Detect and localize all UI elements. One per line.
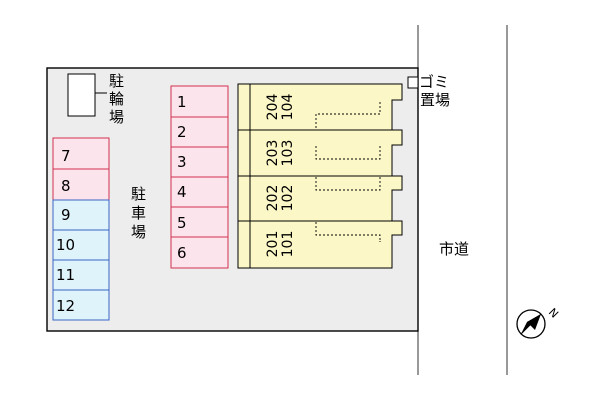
unit-entry-dash-3 — [315, 176, 381, 191]
parking-stall-12-label: 12 — [56, 297, 75, 315]
unit-101-label: 101 — [280, 231, 296, 258]
unit-204-label: 204 — [265, 94, 281, 121]
bicycle-parking-shed — [67, 73, 96, 117]
parking-stall-6-label: 6 — [177, 244, 187, 262]
north-compass-label: N — [546, 306, 561, 321]
parking-label-2: 車 — [131, 204, 146, 222]
parking-stall-6 — [170, 236, 229, 269]
parking-stall-12 — [52, 289, 110, 321]
parking-stall-8 — [52, 168, 110, 201]
parking-stall-3-label: 3 — [177, 153, 187, 171]
road-label: 市道 — [439, 240, 469, 258]
bicycle-parking-label-2: 輪 — [109, 90, 124, 108]
unit-104-label: 104 — [280, 94, 296, 121]
unit-entry-dash-1 — [315, 100, 381, 128]
garbage-area-label-1: ゴミ — [419, 73, 449, 91]
parking-stall-2 — [170, 116, 229, 148]
parking-stall-4-label: 4 — [177, 183, 187, 201]
apartment-building: 204 104 203 103 202 102 201 101 — [237, 83, 403, 269]
unit-203-label: 203 — [265, 140, 281, 167]
parking-column-left: 7 8 9 10 11 12 — [52, 137, 110, 321]
garbage-area-box — [407, 76, 419, 89]
parking-stall-5-label: 5 — [177, 214, 187, 232]
garbage-area-label-2: 置場 — [420, 91, 450, 109]
bicycle-parking-label-1: 駐 — [109, 72, 124, 90]
parking-label-3: 場 — [131, 223, 146, 241]
unit-102-label: 102 — [280, 185, 296, 212]
parking-column-right: 1 2 3 4 5 6 — [170, 85, 229, 269]
unit-202-label: 202 — [265, 185, 281, 212]
unit-103-label: 103 — [280, 140, 296, 167]
parking-stall-7-label: 7 — [61, 147, 71, 165]
parking-stall-7 — [52, 137, 110, 170]
parking-stall-1 — [170, 85, 229, 118]
parking-stall-9-label: 9 — [61, 206, 71, 224]
bicycle-parking-label-3: 場 — [109, 108, 124, 126]
parking-stall-11-label: 11 — [56, 266, 75, 284]
parking-stall-10-label: 10 — [56, 236, 75, 254]
parking-stall-5 — [170, 206, 229, 238]
parking-label-1: 駐 — [131, 185, 146, 203]
parking-stall-1-label: 1 — [177, 93, 187, 111]
unit-entry-dash-2 — [315, 145, 381, 160]
unit-201-label: 201 — [265, 231, 281, 258]
parking-stall-8-label: 8 — [61, 177, 71, 195]
parking-stall-3 — [170, 146, 229, 178]
parking-stall-2-label: 2 — [177, 123, 187, 141]
north-compass-icon: N — [516, 306, 561, 339]
unit-entry-dash-4 — [315, 222, 381, 242]
